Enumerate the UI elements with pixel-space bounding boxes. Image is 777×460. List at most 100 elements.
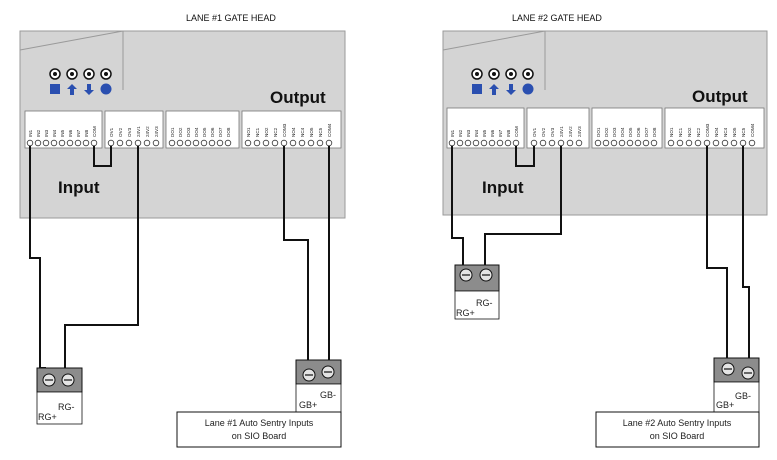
svg-text:IN5: IN5 xyxy=(482,129,487,137)
button-row xyxy=(49,68,112,95)
svg-text:IN2: IN2 xyxy=(458,129,463,137)
terminal-block-relay: OV1 OV2 OV3 24V1 24V2 24V3 xyxy=(104,110,164,149)
svg-text:24V3: 24V3 xyxy=(154,126,159,137)
svg-text:COM: COM xyxy=(514,126,519,137)
svg-text:COM3: COM3 xyxy=(282,123,287,137)
svg-text:DO2: DO2 xyxy=(604,127,609,137)
rg-connector: RG- RG+ xyxy=(454,264,500,320)
svg-text:DO6: DO6 xyxy=(636,127,641,137)
svg-text:NC2: NC2 xyxy=(273,127,278,137)
svg-text:NO4: NO4 xyxy=(291,127,296,137)
down-arrow-icon xyxy=(84,84,94,95)
up-arrow-icon xyxy=(67,84,77,95)
rg-plus-label: RG+ xyxy=(38,412,57,422)
terminal-block-do: DO1 DO2 DO3 DO4 DO5 DO6 DO7 DO8 xyxy=(591,107,663,149)
terminal-block-do: DO1 DO2 DO3 DO4 DO5 DO6 DO7 DO8 xyxy=(165,110,240,149)
svg-text:NC5: NC5 xyxy=(741,127,746,137)
output-label: Output xyxy=(270,88,326,107)
svg-text:DO1: DO1 xyxy=(596,127,601,137)
svg-text:IN3: IN3 xyxy=(44,129,49,137)
svg-text:DO8: DO8 xyxy=(652,127,657,137)
sio-box-line2: on SIO Board xyxy=(232,431,287,441)
svg-text:24V2: 24V2 xyxy=(145,126,150,137)
svg-text:IN7: IN7 xyxy=(76,129,81,137)
svg-text:DO1: DO1 xyxy=(170,127,175,137)
svg-text:OV1: OV1 xyxy=(532,127,537,137)
svg-text:IN4: IN4 xyxy=(52,129,57,137)
svg-text:IN8: IN8 xyxy=(84,129,89,137)
svg-text:NO1: NO1 xyxy=(246,127,251,137)
lane-1: LANE #1 GATE HEAD Output Input IN1 IN2 xyxy=(19,13,346,448)
svg-text:DO4: DO4 xyxy=(194,127,199,137)
svg-text:NO2: NO2 xyxy=(687,127,692,137)
svg-text:DO2: DO2 xyxy=(178,127,183,137)
button-row xyxy=(471,68,534,95)
svg-text:IN1: IN1 xyxy=(28,129,33,137)
rg-minus-label: RG- xyxy=(476,298,493,308)
svg-text:NC1: NC1 xyxy=(255,127,260,137)
square-icon xyxy=(472,84,482,94)
svg-text:IN1: IN1 xyxy=(450,129,455,137)
svg-text:NC4: NC4 xyxy=(300,127,305,137)
svg-text:COM4: COM4 xyxy=(327,123,332,137)
gb-minus-label: GB- xyxy=(735,391,751,401)
svg-text:OV3: OV3 xyxy=(550,127,555,137)
svg-text:NO5: NO5 xyxy=(732,127,737,137)
lane-2-title: LANE #2 GATE HEAD xyxy=(512,13,602,23)
svg-text:NC1: NC1 xyxy=(678,127,683,137)
svg-text:24V1: 24V1 xyxy=(559,126,564,137)
svg-text:OV3: OV3 xyxy=(127,127,132,137)
svg-text:COM: COM xyxy=(92,126,97,137)
svg-text:NO4: NO4 xyxy=(714,127,719,137)
svg-text:NO1: NO1 xyxy=(669,127,674,137)
svg-text:DO5: DO5 xyxy=(628,127,633,137)
svg-text:IN2: IN2 xyxy=(36,129,41,137)
square-icon xyxy=(50,84,60,94)
terminal-block-input: IN1 IN2 IN3 IN4 IN5 IN6 IN7 IN8 COM xyxy=(24,110,103,149)
sio-box-line1: Lane #1 Auto Sentry Inputs xyxy=(205,418,314,428)
svg-text:IN4: IN4 xyxy=(474,129,479,137)
gb-connector: GB- GB+ xyxy=(713,357,760,413)
svg-text:COM3: COM3 xyxy=(705,123,710,137)
svg-text:NC4: NC4 xyxy=(723,127,728,137)
svg-text:IN7: IN7 xyxy=(498,129,503,137)
gb-minus-label: GB- xyxy=(320,390,336,400)
sio-box-line1: Lane #2 Auto Sentry Inputs xyxy=(623,418,732,428)
svg-text:DO5: DO5 xyxy=(202,127,207,137)
svg-text:24V2: 24V2 xyxy=(568,126,573,137)
svg-text:COM4: COM4 xyxy=(750,123,755,137)
gb-connector: GB- GB+ xyxy=(295,359,342,413)
sio-board-box: Lane #2 Auto Sentry Inputs on SIO Board xyxy=(595,411,760,448)
terminal-block-output: NO1 NC1 NO2 NC2 COM3 NO4 NC4 NO5 NC5 COM… xyxy=(241,110,342,149)
svg-text:NO5: NO5 xyxy=(309,127,314,137)
svg-text:DO7: DO7 xyxy=(218,127,223,137)
svg-text:IN5: IN5 xyxy=(60,129,65,137)
wires xyxy=(451,146,750,358)
circle-icon xyxy=(522,83,534,95)
svg-text:IN6: IN6 xyxy=(490,129,495,137)
down-arrow-icon xyxy=(506,84,516,95)
svg-text:OV1: OV1 xyxy=(109,127,114,137)
svg-text:NO2: NO2 xyxy=(264,127,269,137)
rg-connector: RG- RG+ xyxy=(36,367,83,425)
rg-plus-label: RG+ xyxy=(456,308,475,318)
svg-text:OV2: OV2 xyxy=(118,127,123,137)
svg-text:24V1: 24V1 xyxy=(136,126,141,137)
svg-text:NC2: NC2 xyxy=(696,127,701,137)
svg-text:OV2: OV2 xyxy=(541,127,546,137)
gb-plus-label: GB+ xyxy=(716,400,734,410)
svg-text:DO3: DO3 xyxy=(612,127,617,137)
svg-text:DO7: DO7 xyxy=(644,127,649,137)
gb-plus-label: GB+ xyxy=(299,400,317,410)
terminal-block-input: IN1 IN2 IN3 IN4 IN5 IN6 IN7 IN8 COM xyxy=(446,107,525,149)
lane-1-title: LANE #1 GATE HEAD xyxy=(186,13,276,23)
terminal-block-relay: OV1 OV2 OV3 24V1 24V2 24V3 xyxy=(526,107,590,149)
svg-text:IN6: IN6 xyxy=(68,129,73,137)
svg-text:NC5: NC5 xyxy=(318,127,323,137)
svg-text:DO4: DO4 xyxy=(620,127,625,137)
input-label: Input xyxy=(58,178,100,197)
circle-icon xyxy=(100,83,112,95)
up-arrow-icon xyxy=(489,84,499,95)
svg-text:DO3: DO3 xyxy=(186,127,191,137)
